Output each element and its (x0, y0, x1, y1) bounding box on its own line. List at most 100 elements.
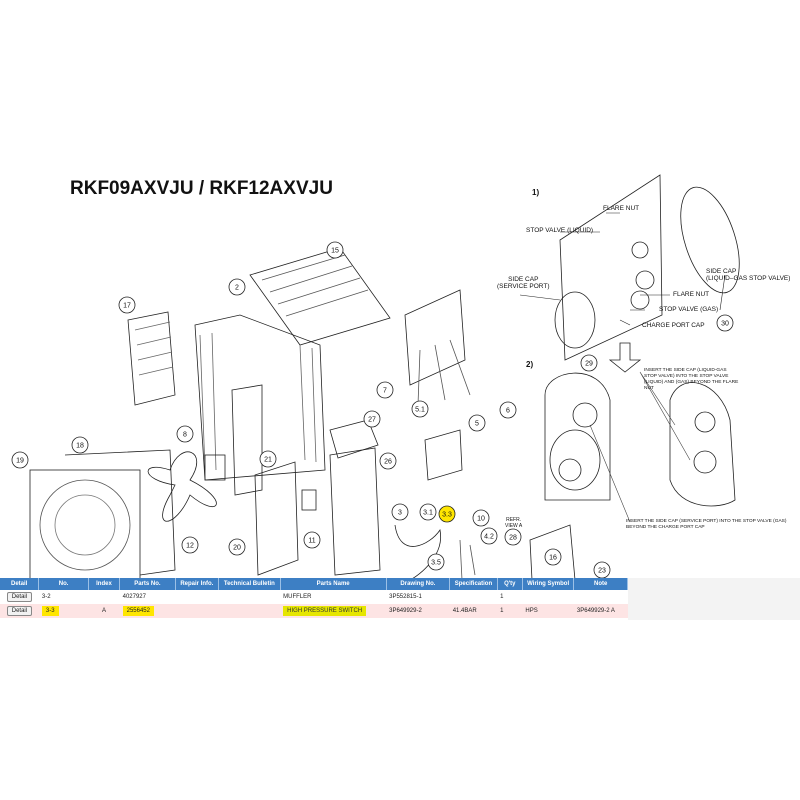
note-side-cap-liquid-gas: INSERT THE SIDE CAP (LIQUID-GAS STOP VAL… (644, 368, 739, 391)
cell-no: 3-3 (41, 606, 59, 616)
reactor-part (301, 489, 317, 511)
table-blank-area (628, 578, 800, 620)
cell-wiring (522, 590, 573, 604)
col-qty: Q'ty (497, 578, 523, 590)
stop-valve-detail-2 (544, 372, 611, 501)
col-specification: Specification (449, 578, 498, 590)
callout-number: 3 (398, 510, 402, 517)
cell-note (574, 590, 628, 604)
callout-circle (181, 536, 199, 554)
callout-number: 16 (549, 555, 557, 562)
cell-spec: 41.4BAR (449, 604, 498, 618)
fan-motor-part (204, 454, 226, 481)
callout-circle (499, 401, 517, 419)
col-technical-bulletin: Technical Bulletin (218, 578, 281, 590)
col-note: Note (573, 578, 628, 590)
callout-number: 12 (186, 543, 194, 550)
callout-circle (303, 531, 321, 549)
callout-number: 29 (585, 361, 593, 368)
piping-part (394, 524, 442, 581)
callout-number: 10 (477, 516, 485, 523)
callout-number: 18 (76, 443, 84, 450)
callout-number: 17 (123, 303, 131, 310)
callout-number: 8 (183, 432, 187, 439)
cell-spec (450, 590, 497, 604)
col-no: No. (38, 578, 89, 590)
cell-parts-no: 4027927 (122, 594, 146, 600)
callout-number: 26 (384, 459, 392, 466)
flare-nut-2-label: FLARE NUT (673, 291, 710, 298)
callout-number: 30 (721, 321, 729, 328)
callout-circle (376, 381, 394, 399)
flare-nut-label: FLARE NUT (603, 205, 640, 212)
detail-button[interactable]: Detail (6, 592, 33, 602)
callout-circle (438, 505, 456, 523)
cell-drawing-no: 3P649929-2 (386, 604, 450, 618)
front-grille-part (29, 469, 141, 581)
callout-number: 23 (598, 568, 606, 575)
refr-view-label: REFR. VIEW A (505, 517, 523, 529)
cell-qty: 1 (500, 594, 504, 600)
step-2-label: 2) (526, 360, 534, 369)
callout-number: 2 (235, 285, 239, 292)
callout-circle (379, 452, 397, 470)
note-side-cap-service-port: INSERT THE SIDE CAP (SERVICE PORT) INTO … (626, 519, 787, 530)
callout-number: 5.1 (415, 407, 425, 414)
side-cap-liquid-gas-label: SIDE CAP (LIQUID–GAS STOP VALVE) (706, 268, 791, 282)
callout-number: 6 (506, 408, 510, 415)
callout-number: 5 (475, 421, 479, 428)
fan-part (147, 451, 217, 522)
callout-circle (228, 538, 246, 556)
callout-number: 15 (331, 248, 339, 255)
callout-circle (580, 354, 598, 372)
cell-note: 3P649929-2 A (573, 604, 628, 618)
callout-number: 4.2 (484, 534, 494, 541)
parts-table: Detail No. Index Parts No. Repair Info. … (0, 578, 628, 618)
callout-circle (363, 410, 381, 428)
callout-number: 3.3 (442, 512, 452, 519)
down-arrow-icon (608, 342, 642, 373)
col-wiring-symbol: Wiring Symbol (522, 578, 575, 590)
cell-parts-name: MUFFLER (283, 594, 312, 600)
cell-parts-no: 2556452 (122, 606, 154, 616)
cell-drawing-no: 3P552815-1 (389, 594, 422, 600)
front-panel-part (64, 449, 176, 576)
callout-number: 20 (233, 545, 241, 552)
heat-exchanger-part (194, 314, 326, 481)
callout-number: 11 (308, 538, 315, 545)
callout-circle (468, 414, 486, 432)
stop-valve-liquid-label: STOP VALVE (LIQUID) (526, 227, 594, 234)
callout-number: 28 (509, 535, 517, 542)
callout-circle (391, 503, 409, 521)
partition-plate-part (254, 461, 299, 576)
table-header-row: Detail No. Index Parts No. Repair Info. … (0, 578, 628, 590)
insulation-top-part (329, 419, 379, 459)
col-repair-info: Repair Info. (175, 578, 220, 590)
control-box-part (424, 429, 463, 481)
callout-circle (504, 528, 522, 546)
callout-circle (228, 278, 246, 296)
callout-number: 7 (383, 388, 387, 395)
cell-bulletin (219, 590, 281, 604)
cell-qty: 1 (497, 604, 523, 618)
cell-index (88, 590, 119, 604)
callout-number: 3.5 (431, 560, 441, 567)
callout-circle (411, 400, 429, 418)
filter-part (127, 311, 176, 406)
stop-valve-detail-3 (669, 382, 736, 507)
col-detail: Detail (0, 578, 40, 590)
side-cap-service-port (554, 291, 596, 349)
callout-circle (118, 296, 136, 314)
detail-button[interactable]: Detail (6, 606, 33, 616)
callout-circle (716, 314, 734, 332)
side-cap-service-label: SIDE CAP (SERVICE PORT) (497, 276, 550, 290)
callout-circle (326, 241, 344, 259)
callout-circle (419, 503, 437, 521)
callout-number: 27 (368, 417, 376, 424)
cell-repair (175, 604, 219, 618)
compressor-cover-part (329, 447, 381, 576)
motor-mount-part (231, 384, 263, 496)
callout-circle (259, 450, 277, 468)
